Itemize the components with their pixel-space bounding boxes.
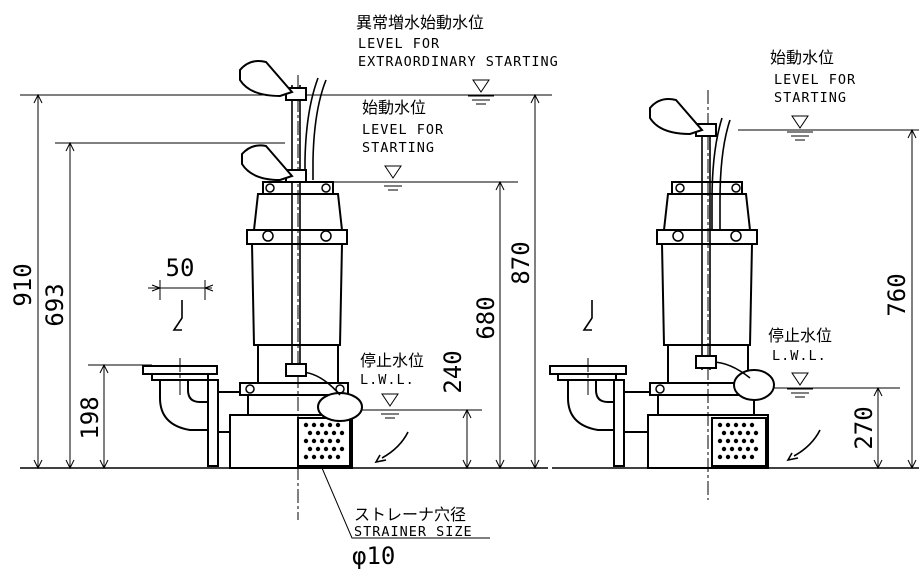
label-extraordinary-jp: 異常増水始動水位: [356, 13, 484, 32]
label-stop-en-right: L.W.L.: [772, 348, 827, 364]
pump-body-right: [647, 90, 769, 500]
dim-760: 760: [883, 273, 911, 316]
dim-198: 198: [76, 396, 104, 439]
label-stop-jp-right: 停止水位: [768, 326, 832, 345]
water-level-symbols-right: [787, 115, 813, 398]
label-starting-en2-right: STARTING: [774, 90, 847, 106]
left-pump-view: [20, 60, 552, 539]
cable-and-floats-left: [239, 60, 341, 396]
dim-arrows-right: [873, 128, 917, 470]
flow-arrowhead-right: [786, 452, 799, 462]
label-strainer-jp: ストレーナ穴径: [354, 505, 466, 524]
label-starting-jp-right: 始動水位: [770, 48, 834, 67]
label-starting-en1-left: LEVEL FOR: [362, 122, 444, 138]
cable-and-floats-right: [649, 98, 751, 379]
dim-870: 870: [507, 241, 535, 284]
dim-270: 270: [850, 406, 878, 449]
flange-section-symbol: [172, 300, 183, 331]
label-starting-en2-left: STARTING: [362, 140, 435, 156]
label-starting-en1-right: LEVEL FOR: [774, 72, 856, 88]
label-extraordinary-en-1: LEVEL FOR: [358, 36, 440, 52]
discharge-elbow: [142, 358, 221, 467]
flow-arrow-right: [793, 429, 821, 457]
label-strainer-size: φ10: [352, 542, 395, 570]
dim-680: 680: [472, 296, 500, 339]
label-strainer-en: STRAINER SIZE: [354, 524, 473, 540]
label-extraordinary-en-2: EXTRAORDINARY STARTING: [358, 54, 559, 70]
flange-dim-arrows: [151, 284, 214, 292]
dim-240: 240: [439, 350, 467, 393]
right-pump-view: [549, 90, 919, 500]
float-starting-right: [649, 98, 704, 136]
dim-910: 910: [9, 263, 37, 306]
dim-arrows-left: [33, 93, 540, 470]
label-stop-jp-left: 停止水位: [360, 351, 424, 370]
bolts-left: [245, 183, 345, 394]
float-extraordinary: [239, 60, 294, 98]
dim-50: 50: [166, 254, 195, 282]
strainer-leader: [321, 467, 490, 539]
flow-arrow-left: [381, 431, 409, 459]
float-low-right: [733, 369, 775, 401]
float-low-left: [317, 392, 363, 422]
strainer-right: [711, 417, 767, 467]
discharge-elbow-right: [549, 358, 629, 467]
dim-693: 693: [41, 283, 69, 326]
flow-arrowhead-left: [374, 454, 387, 464]
label-starting-jp-left: 始動水位: [362, 98, 426, 117]
water-level-symbols-left: [377, 79, 494, 419]
label-stop-en-left: L.W.L.: [360, 372, 415, 388]
float-starting-left: [241, 144, 294, 182]
flange-section-symbol-right: [582, 300, 593, 331]
strainer-left: [297, 417, 351, 467]
